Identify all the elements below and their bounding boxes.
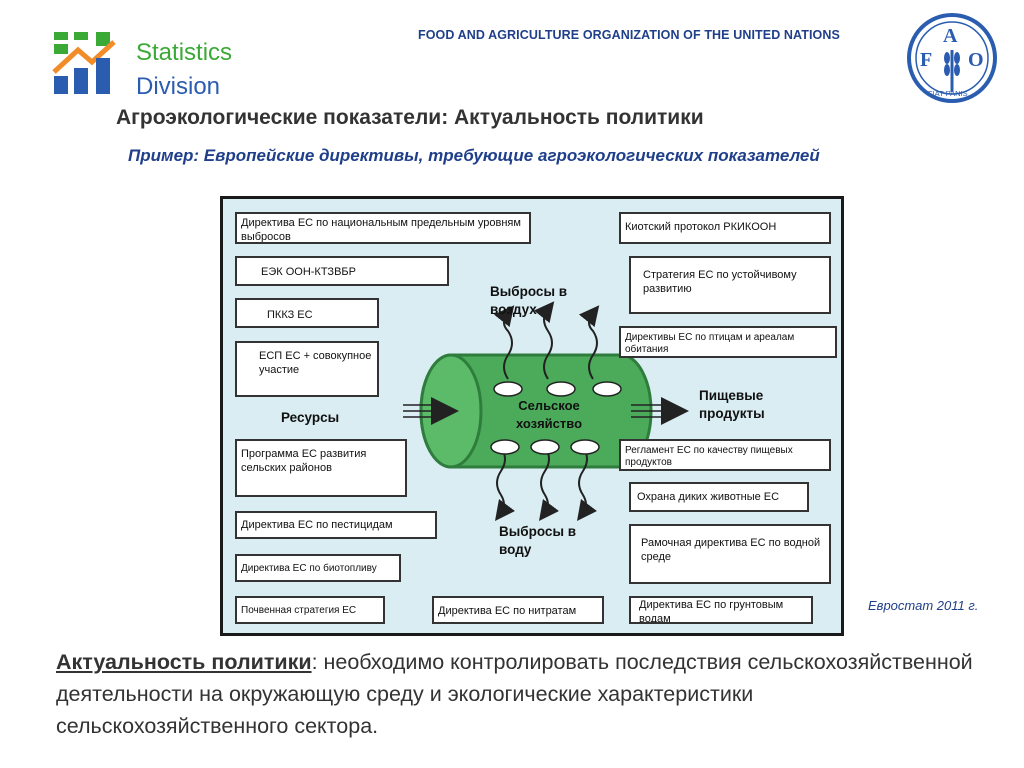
page-subtitle: Пример: Европейские директивы, требующие…: [128, 146, 820, 165]
resources-arrow: [403, 397, 459, 425]
box-groundwater: Директива ЕС по грунтовым водам: [629, 596, 813, 624]
box-rural-development: Программа ЕС развития сельских районов: [235, 439, 407, 497]
svg-text:O: O: [968, 49, 984, 71]
org-name: FOOD AND AGRICULTURE ORGANIZATION OF THE…: [418, 28, 840, 42]
box-birds-habitats: Директивы ЕС по птицам и ареалам обитани…: [619, 326, 837, 358]
box-cap: ЕСП ЕС + совокупное участие: [235, 341, 379, 397]
water-emission-arrows: [495, 446, 597, 522]
page-title: Агроэкологические показатели: Актуальнос…: [116, 106, 704, 129]
cylinder-ovals: [490, 381, 622, 455]
box-ippc: ПККЗ ЕС: [235, 298, 379, 328]
label-water-emissions: Выбросы в воду: [499, 524, 577, 557]
food-arrow: [631, 397, 689, 425]
box-kyoto: Киотский протокол РКИКООН: [619, 212, 831, 244]
box-soil-strategy: Почвенная стратегия ЕС: [235, 596, 385, 624]
fao-logo-icon: F A O FIAT PANIS: [907, 13, 997, 103]
label-resources: Ресурсы: [281, 410, 340, 425]
diagram-graphics: [403, 301, 689, 522]
statistics-division-logo: [52, 32, 116, 94]
box-food-quality: Регламент ЕС по качеству пищевых продукт…: [619, 439, 831, 471]
air-emission-arrows: [493, 301, 600, 380]
svg-text:FIAT PANIS: FIAT PANIS: [928, 89, 968, 98]
body-paragraph: Актуальность политики: необходимо контро…: [56, 646, 976, 742]
box-water-framework: Рамочная директива ЕС по водной среде: [629, 524, 831, 584]
box-nitrates: Директива ЕС по нитратам: [432, 596, 604, 624]
logo-line1: Statistics: [136, 39, 233, 66]
svg-text:F: F: [920, 49, 932, 71]
label-food-products: Пищевые продукты: [699, 388, 765, 421]
box-sustainable-development: Стратегия ЕС по устойчивому развитию: [629, 256, 831, 314]
box-unece: ЕЭК ООН-КТЗВБР: [235, 256, 449, 286]
box-emission-ceilings: Директива ЕС по национальным предельным …: [235, 212, 531, 244]
logo-line2: Division: [136, 73, 221, 100]
label-air-emissions: Выбросы в воздух: [490, 284, 568, 317]
box-wildlife: Охрана диких животные ЕС: [629, 482, 809, 512]
source-note: Евростат 2011 г.: [868, 598, 979, 613]
policy-diagram: Директива ЕС по национальным предельным …: [220, 196, 844, 636]
svg-text:A: A: [943, 25, 958, 47]
box-pesticides: Директива ЕС по пестицидам: [235, 511, 437, 539]
label-agriculture: Сельское хозяйство: [515, 398, 583, 431]
body-text: : необходимо контролировать последствия …: [56, 650, 973, 738]
body-lead: Актуальность политики: [56, 650, 312, 674]
box-biofuel: Директива ЕС по биотопливу: [235, 554, 401, 582]
